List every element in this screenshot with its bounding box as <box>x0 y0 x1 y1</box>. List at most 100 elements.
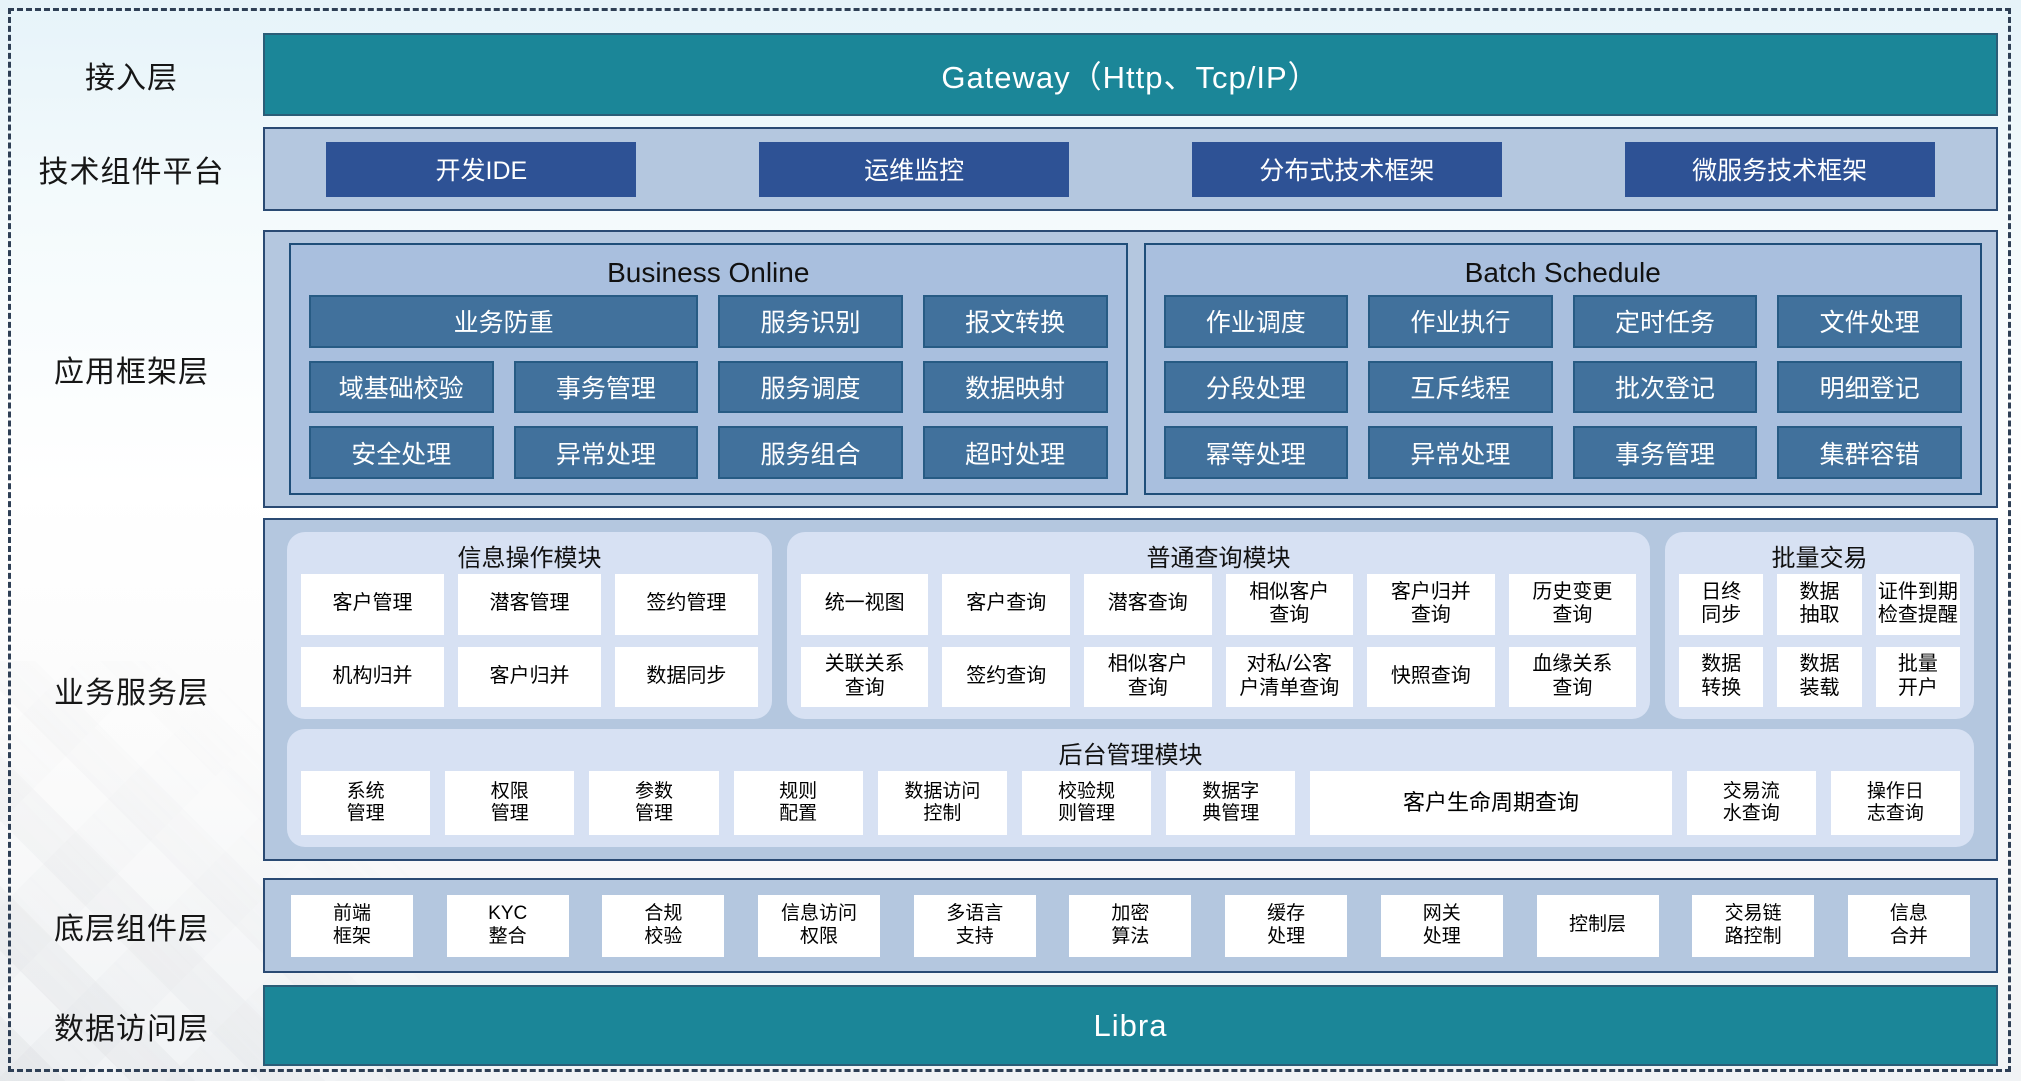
base-component-button: 前端 框架 <box>291 894 413 957</box>
base-component-button: 多语言 支持 <box>913 894 1036 957</box>
base-component-button: 合规 校验 <box>602 894 725 957</box>
base-component-button: 信息访问 权限 <box>758 894 881 957</box>
module-grid: 客户管理潜客管理签约管理机构归并客户归并数据同步 <box>301 574 758 707</box>
module-title: 信息操作模块 <box>457 544 602 572</box>
module-button: 签约查询 <box>942 646 1070 707</box>
business-online-grid: 业务防重服务识别报文转换域基础校验事务管理服务调度数据映射安全处理异常处理服务组… <box>309 295 1108 479</box>
app-framework-button: 安全处理 <box>309 426 494 479</box>
module-button: 客户归并 <box>457 646 601 707</box>
base-components-row: 底层组件层 前端 框架 KYC 整合合规 校验信息访问 权限多语言 支持加密 算法… <box>0 878 2021 973</box>
module-button: 对私/公客 户清单查询 <box>1225 646 1354 707</box>
module-button: 数据同步 <box>614 646 758 707</box>
base-components-label: 底层组件层 <box>54 912 209 946</box>
admin-module-title: 后台管理模块 <box>1058 741 1203 769</box>
tech-button: 开发IDE <box>326 141 637 197</box>
app-framework-box: Business Online 业务防重服务识别报文转换域基础校验事务管理服务调… <box>263 230 1998 508</box>
admin-module-buttons: 系统 管理权限 管理参数 管理规则 配置数据访问 控制校验规 则管理数据字 典管… <box>301 771 1960 835</box>
admin-button: 客户生命周期查询 <box>1310 771 1672 835</box>
business-service-panels: 信息操作模块客户管理潜客管理签约管理机构归并客户归并数据同步 普通查询模块统一视图… <box>287 532 1974 719</box>
app-framework-button: 定时任务 <box>1572 295 1758 348</box>
business-service-row: 业务服务层 信息操作模块客户管理潜客管理签约管理机构归并客户归并数据同步 普通查询… <box>0 518 2021 861</box>
module-grid: 日终 同步数据 抽取证件到期 检查提醒数据 转换数据 装载批量 开户 <box>1679 574 1960 707</box>
app-framework-button: 幂等处理 <box>1163 426 1349 479</box>
business-service-label: 业务服务层 <box>54 676 209 710</box>
admin-button: 数据字 典管理 <box>1166 771 1296 835</box>
batch-schedule-title: Batch Schedule <box>1464 257 1661 288</box>
module-panel: 信息操作模块客户管理潜客管理签约管理机构归并客户归并数据同步 <box>287 532 772 719</box>
base-component-button: 控制层 <box>1536 894 1659 957</box>
app-framework-button: 事务管理 <box>513 360 699 414</box>
module-button: 相似客户 查询 <box>1225 574 1354 635</box>
module-button: 血缘关系 查询 <box>1508 646 1637 707</box>
app-framework-button: 异常处理 <box>513 426 699 479</box>
app-framework-button: 业务防重 <box>309 295 699 348</box>
module-button: 日终 同步 <box>1679 574 1764 635</box>
app-framework-button: 超时处理 <box>922 426 1108 479</box>
admin-button: 系统 管理 <box>301 771 431 835</box>
data-access-row: 数据访问层 Libra <box>0 985 2021 1066</box>
base-component-button: 信息 合并 <box>1847 894 1970 957</box>
app-framework-button: 作业执行 <box>1368 295 1553 348</box>
base-component-button: KYC 整合 <box>446 894 569 957</box>
module-button: 客户查询 <box>942 574 1070 635</box>
admin-module-panel: 后台管理模块 系统 管理权限 管理参数 管理规则 配置数据访问 控制校验规 则管… <box>287 729 1974 847</box>
module-button: 数据 转换 <box>1679 646 1764 707</box>
module-button: 数据 装载 <box>1777 646 1862 707</box>
admin-button: 操作日 志查询 <box>1830 771 1960 835</box>
module-button: 历史变更 查询 <box>1508 574 1637 635</box>
app-framework-button: 服务组合 <box>718 426 903 479</box>
app-framework-button: 集群容错 <box>1777 426 1962 479</box>
gateway-bar: Gateway（Http、Tcp/IP） <box>263 33 1998 116</box>
module-panel: 普通查询模块统一视图客户查询潜客查询相似客户 查询客户归并 查询历史变更 查询关… <box>786 532 1651 719</box>
business-service-box: 信息操作模块客户管理潜客管理签约管理机构归并客户归并数据同步 普通查询模块统一视图… <box>263 518 1998 861</box>
access-layer-label: 接入层 <box>85 61 178 95</box>
module-title: 普通查询模块 <box>1146 544 1291 572</box>
app-framework-row: 应用框架层 Business Online 业务防重服务识别报文转换域基础校验事… <box>0 230 2021 508</box>
module-button: 证件到期 检查提醒 <box>1875 574 1960 635</box>
module-button: 数据 抽取 <box>1777 574 1862 635</box>
app-framework-button: 域基础校验 <box>309 360 494 414</box>
app-framework-button: 明细登记 <box>1777 360 1962 414</box>
app-framework-button: 批次登记 <box>1572 360 1758 414</box>
admin-button: 数据访问 控制 <box>877 771 1007 835</box>
module-button: 关联关系 查询 <box>800 646 929 707</box>
module-button: 潜客管理 <box>457 574 601 635</box>
module-grid: 统一视图客户查询潜客查询相似客户 查询客户归并 查询历史变更 查询关联关系 查询… <box>800 574 1637 707</box>
module-button: 签约管理 <box>614 574 758 635</box>
base-component-button: 网关 处理 <box>1380 894 1503 957</box>
base-component-button: 加密 算法 <box>1069 894 1192 957</box>
module-title: 批量交易 <box>1771 544 1868 572</box>
app-framework-label: 应用框架层 <box>54 356 209 389</box>
business-online-panel: Business Online 业务防重服务识别报文转换域基础校验事务管理服务调… <box>289 243 1128 495</box>
admin-button: 权限 管理 <box>445 771 575 835</box>
batch-schedule-panel: Batch Schedule 作业调度作业执行定时任务文件处理分段处理互斥线程批… <box>1143 243 1982 495</box>
admin-button: 交易流 水查询 <box>1686 771 1816 835</box>
access-layer-row: 接入层 Gateway（Http、Tcp/IP） <box>0 33 2021 116</box>
module-button: 客户管理 <box>301 574 444 635</box>
app-framework-button: 作业调度 <box>1163 295 1349 348</box>
batch-schedule-grid: 作业调度作业执行定时任务文件处理分段处理互斥线程批次登记明细登记幂等处理异常处理… <box>1163 295 1962 479</box>
app-framework-button: 异常处理 <box>1368 426 1553 479</box>
tech-button: 微服务技术框架 <box>1624 141 1935 197</box>
module-button: 快照查询 <box>1367 646 1495 707</box>
app-framework-button: 事务管理 <box>1572 426 1758 479</box>
data-access-label: 数据访问层 <box>54 1012 209 1046</box>
libra-bar: Libra <box>263 985 1998 1066</box>
business-online-title: Business Online <box>607 257 810 288</box>
app-framework-button: 服务识别 <box>718 295 903 348</box>
app-framework-button: 服务调度 <box>718 360 903 414</box>
tech-button: 运维监控 <box>759 141 1070 197</box>
module-panel: 批量交易日终 同步数据 抽取证件到期 检查提醒数据 转换数据 装载批量 开户 <box>1665 532 1974 719</box>
module-button: 客户归并 查询 <box>1367 574 1495 635</box>
app-framework-button: 文件处理 <box>1777 295 1962 348</box>
admin-button: 校验规 则管理 <box>1021 771 1152 835</box>
module-button: 相似客户 查询 <box>1083 646 1212 707</box>
app-framework-button: 数据映射 <box>922 360 1108 414</box>
tech-platform-label: 技术组件平台 <box>38 156 225 189</box>
module-button: 统一视图 <box>800 574 929 635</box>
app-framework-button: 互斥线程 <box>1368 360 1553 414</box>
